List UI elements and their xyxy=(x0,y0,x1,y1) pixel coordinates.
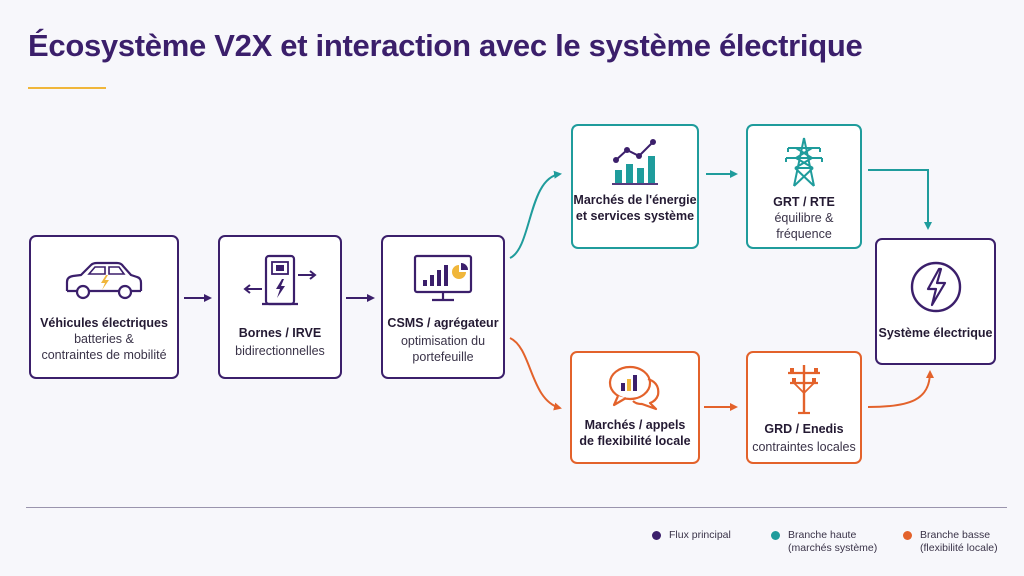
marches-flex-title2: de flexibilité locale xyxy=(579,434,691,448)
csms-sub2: portefeuille xyxy=(412,350,474,364)
legend-label-high: Branche haute xyxy=(788,529,857,541)
csms-title: CSMS / agrégateur xyxy=(387,316,499,330)
marches-energie-title2: et services système xyxy=(575,209,695,223)
transmission-tower-icon xyxy=(785,137,823,187)
vehicles-sub1: batteries & xyxy=(74,332,134,346)
marches-flex-title1: Marchés / appels xyxy=(584,418,686,432)
legend-sublabel-high: (marchés système) xyxy=(788,542,878,554)
node-vehicles: Véhicules électriques batteries & contra… xyxy=(29,235,179,379)
legend-label-low: Branche basse xyxy=(920,529,991,541)
legend-dot-high xyxy=(771,531,780,540)
legend-item-main: Flux principal xyxy=(652,529,731,542)
electric-car-icon xyxy=(65,261,143,300)
legend-item-high: Branche haute (marchés système) xyxy=(771,529,877,555)
lightning-circle-icon xyxy=(910,261,961,313)
systeme-title: Système électrique xyxy=(878,326,993,340)
grt-sub2: fréquence xyxy=(776,227,832,241)
legend-dot-low xyxy=(903,531,912,540)
title-underline xyxy=(28,87,106,89)
chat-chart-icon xyxy=(608,365,660,411)
bornes-sub1: bidirectionnelles xyxy=(235,344,325,358)
grt-sub1: équilibre & xyxy=(774,211,834,225)
node-csms: CSMS / agrégateur optimisation du portef… xyxy=(381,235,505,379)
node-bornes: Bornes / IRVE bidirectionnelles xyxy=(218,235,342,379)
arrow-csms-marches-flex xyxy=(509,337,562,411)
grd-title: GRD / Enedis xyxy=(764,422,844,436)
csms-sub1: optimisation du xyxy=(400,334,486,348)
legend-item-low: Branche basse (flexibilité locale) xyxy=(903,529,998,555)
growth-chart-icon xyxy=(612,139,658,185)
footer-divider xyxy=(26,507,1007,508)
bidirectional-charger-icon xyxy=(243,254,317,306)
vehicles-sub2: contraintes de mobilité xyxy=(41,348,167,362)
monitor-chart-icon xyxy=(413,254,473,302)
legend-dot-main xyxy=(652,531,661,540)
grd-sub1: contraintes locales xyxy=(752,440,856,454)
grt-title: GRT / RTE xyxy=(773,195,835,209)
arrow-grt-systeme xyxy=(868,169,932,230)
marches-energie-title1: Marchés de l'énergie xyxy=(573,193,697,207)
distribution-pole-icon xyxy=(788,365,820,415)
node-grt: GRT / RTE équilibre & fréquence xyxy=(746,124,862,249)
bornes-title: Bornes / IRVE xyxy=(238,326,322,340)
node-marches-flex: Marchés / appels de flexibilité locale xyxy=(570,351,700,464)
arrow-csms-marches-energie xyxy=(509,170,562,259)
node-marches-energie: Marchés de l'énergie et services système xyxy=(571,124,699,249)
legend-label-main: Flux principal xyxy=(669,529,731,541)
vehicles-title: Véhicules électriques xyxy=(40,316,168,330)
node-systeme: Système électrique xyxy=(875,238,996,365)
arrow-grd-systeme xyxy=(867,370,934,408)
node-grd: GRD / Enedis contraintes locales xyxy=(746,351,862,464)
legend-sublabel-low: (flexibilité locale) xyxy=(920,542,998,554)
page-title: Écosystème V2X et interaction avec le sy… xyxy=(28,28,863,63)
